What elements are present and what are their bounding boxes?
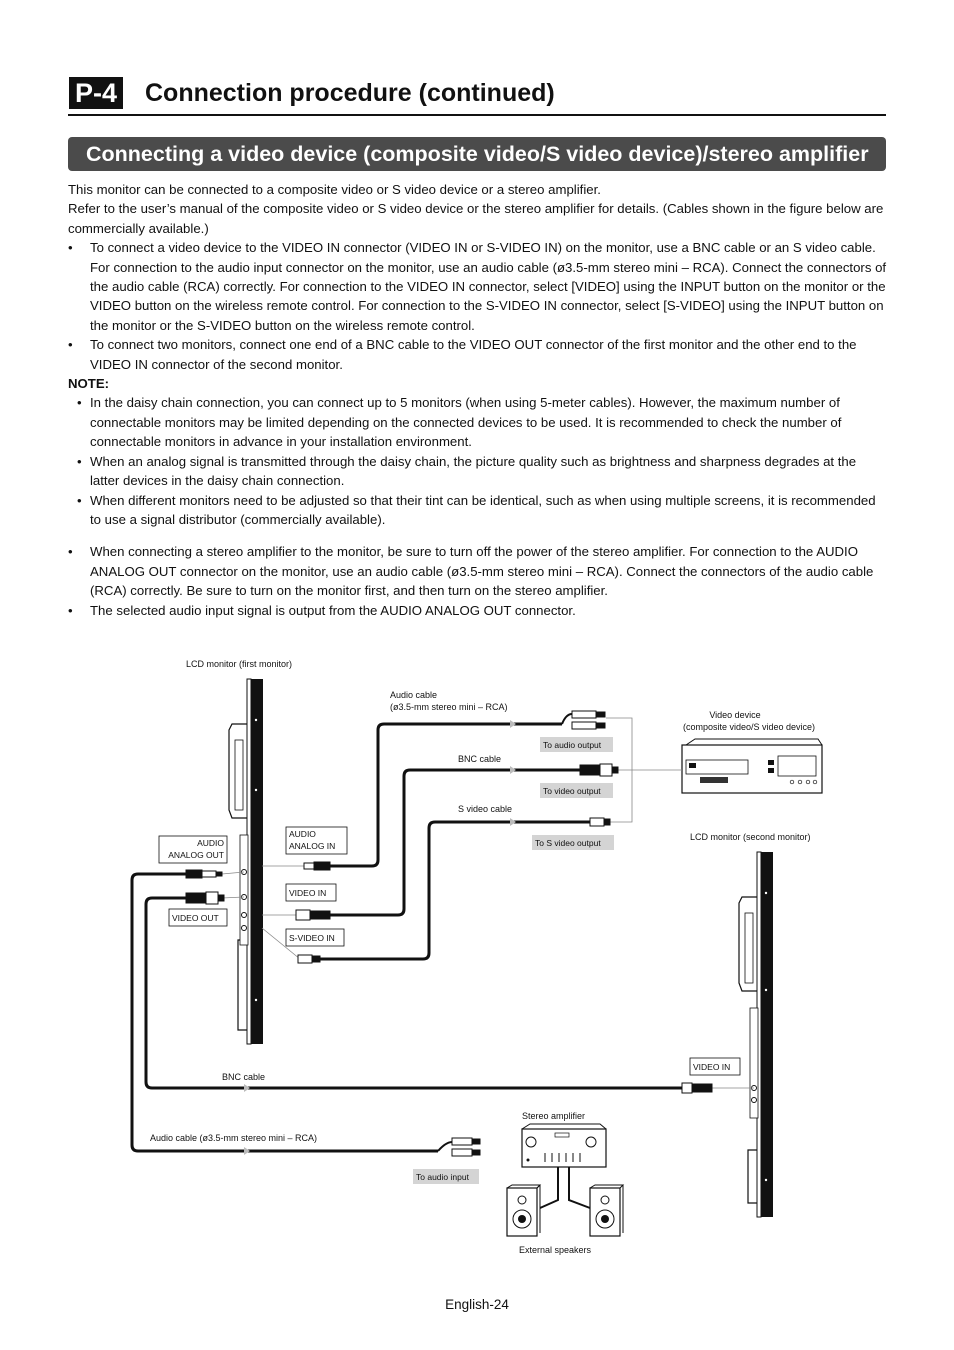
video-device-label: Video device xyxy=(709,710,760,720)
page-footer: English-24 xyxy=(445,1297,509,1312)
bullet-item: •The selected audio input signal is outp… xyxy=(68,602,576,618)
bullet-item: •To connect a video device to the VIDEO … xyxy=(68,240,887,333)
audio-cable-label: Audio cable xyxy=(390,690,437,700)
page-header: P-4 Connection procedure (continued) xyxy=(68,74,886,116)
body-text: This monitor can be connected to a compo… xyxy=(68,180,888,620)
speaker-right xyxy=(589,1184,625,1237)
video-out-label: VIDEO OUT xyxy=(172,913,219,923)
page-title: Connection procedure (continued) xyxy=(145,79,555,107)
to-s-video-output-tag: To S video output xyxy=(535,838,601,848)
to-video-output-tag: To video output xyxy=(543,786,601,796)
stereo-amplifier xyxy=(521,1123,607,1168)
audio-analog-out-label: AUDIO xyxy=(197,838,224,848)
audio-analog-out-label-2: ANALOG OUT xyxy=(168,850,224,860)
note-label: NOTE: xyxy=(68,376,110,392)
speaker-left xyxy=(506,1184,542,1237)
video-device-sub-label: (composite video/S video device) xyxy=(683,722,815,732)
thin-leaders xyxy=(221,717,754,1089)
audio-cable-spec-label: (ø3.5-mm stereo mini – RCA) xyxy=(390,702,508,712)
bnc-cable-label: BNC cable xyxy=(458,754,501,764)
speaker-wires xyxy=(539,1167,591,1209)
connection-diagram: LCD monitor (first monitor) Audio cable … xyxy=(130,659,823,1255)
intro-paragraph: This monitor can be connected to a compo… xyxy=(68,182,601,197)
video-in-label: VIDEO IN xyxy=(289,888,326,898)
bnc-cable-label-2: BNC cable xyxy=(222,1072,265,1082)
stereo-amplifier-label: Stereo amplifier xyxy=(522,1111,585,1121)
to-audio-input-tag: To audio input xyxy=(416,1172,470,1182)
second-monitor-label: LCD monitor (second monitor) xyxy=(690,832,811,842)
second-monitor xyxy=(738,851,773,1218)
external-speakers-label: External speakers xyxy=(519,1245,592,1255)
connectors xyxy=(185,710,713,1157)
audio-analog-in-label: AUDIO xyxy=(289,829,316,839)
first-monitor-label: LCD monitor (first monitor) xyxy=(186,659,292,669)
audio-analog-in-label-2: ANALOG IN xyxy=(289,841,335,851)
section-title: Connecting a video device (composite vid… xyxy=(68,137,886,171)
first-monitor xyxy=(228,678,263,1045)
video-device xyxy=(681,738,823,794)
page-badge: P-4 xyxy=(69,77,124,109)
s-video-in-label: S-VIDEO IN xyxy=(289,933,335,943)
to-audio-output-tag: To audio output xyxy=(543,740,602,750)
video-in-label-2: VIDEO IN xyxy=(693,1062,730,1072)
bullet-item: •When connecting a stereo amplifier to t… xyxy=(68,544,874,599)
cables xyxy=(130,722,682,1153)
arrow-markers xyxy=(244,720,516,1155)
audio-cable-label-2: Audio cable (ø3.5-mm stereo mini – RCA) xyxy=(150,1133,317,1143)
s-video-cable-label: S video cable xyxy=(458,804,512,814)
note-item: •When different monitors need to be adju… xyxy=(77,492,876,527)
note-item: •In the daisy chain connection, you can … xyxy=(77,395,842,450)
bullet-item: •To connect two monitors, connect one en… xyxy=(68,337,857,372)
note-item: •When an analog signal is transmitted th… xyxy=(77,453,857,489)
intro-paragraph: Refer to the user’s manual of the compos… xyxy=(68,201,884,236)
